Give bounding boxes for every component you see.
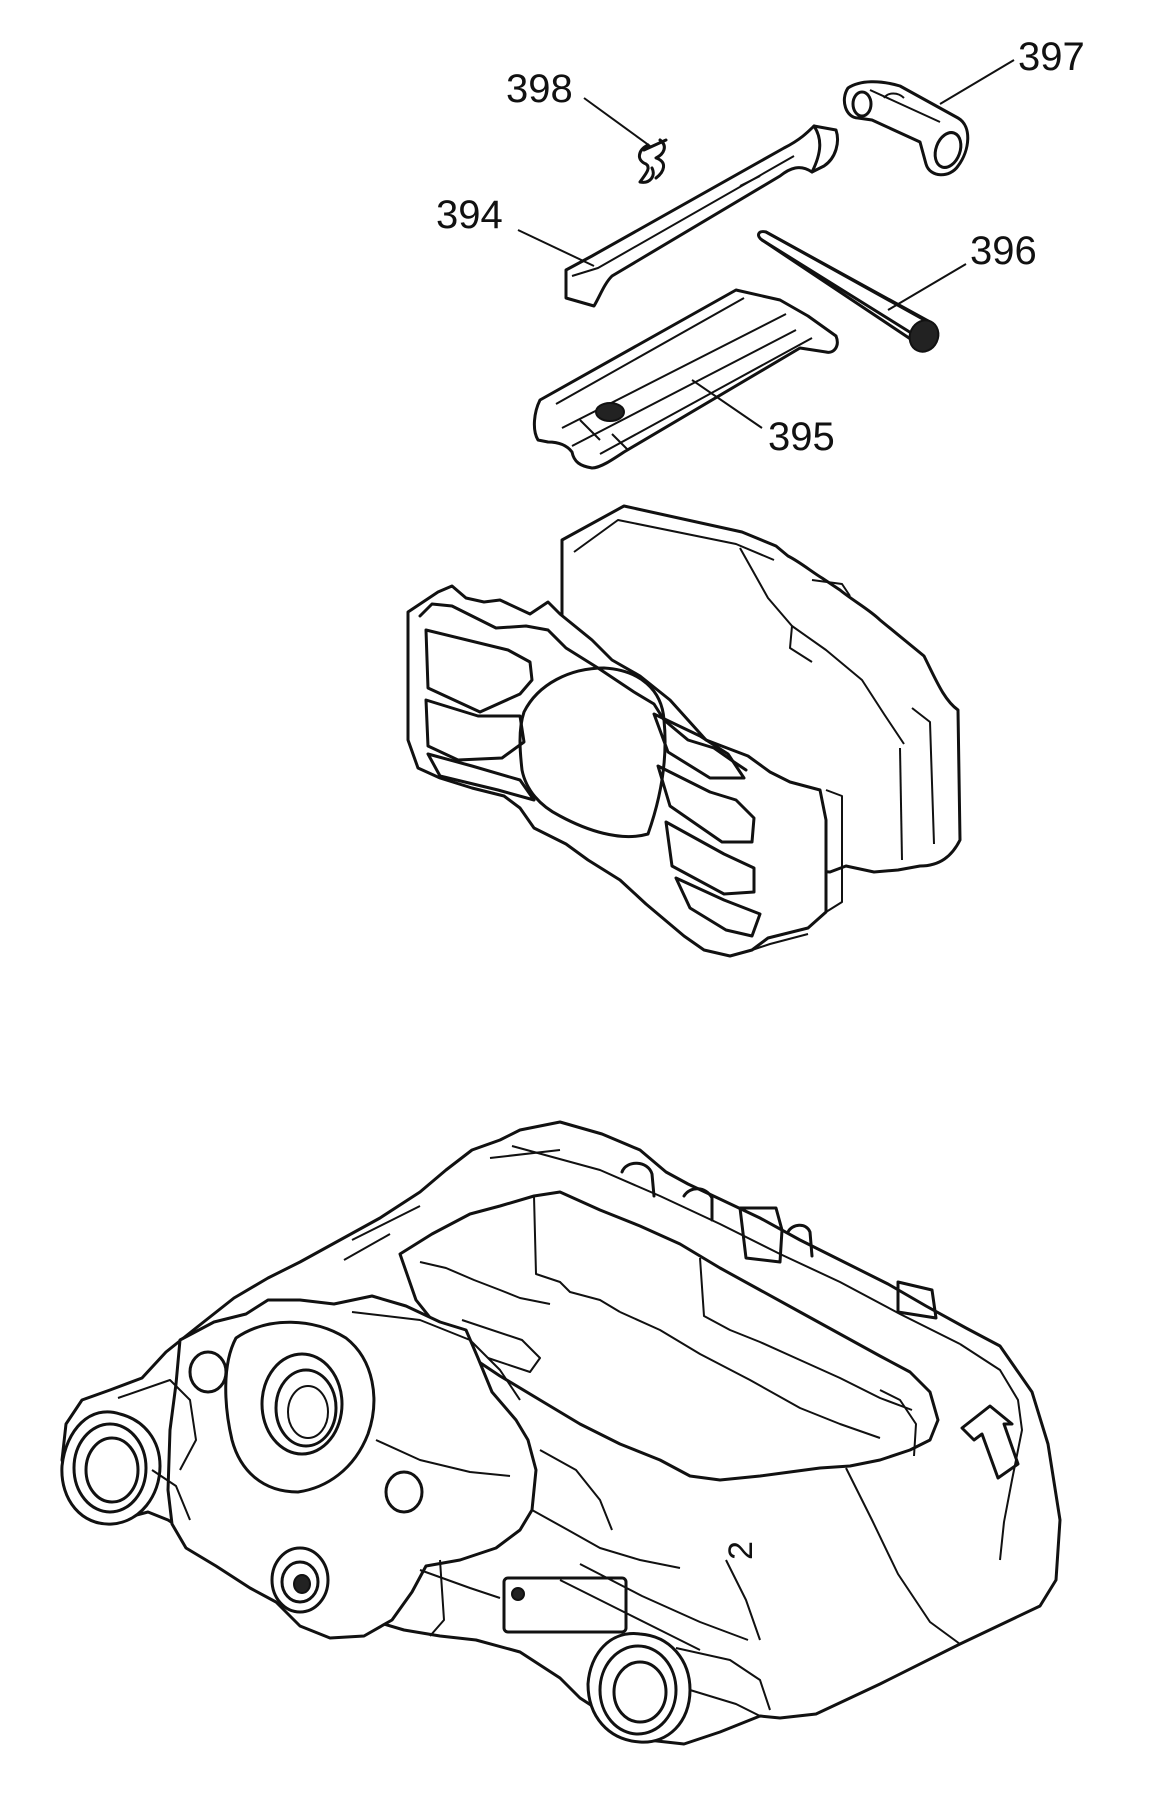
leader-397 bbox=[939, 59, 1015, 105]
part-395-plate bbox=[532, 288, 839, 470]
part-397-bracket bbox=[842, 80, 970, 177]
callout-397: 397 bbox=[1018, 35, 1085, 79]
leader-lines bbox=[517, 59, 1015, 429]
caliper-side-number: 2 bbox=[722, 1541, 760, 1560]
brake-pad-front-backing bbox=[406, 584, 843, 958]
callout-398: 398 bbox=[506, 67, 573, 111]
part-394-spring bbox=[564, 124, 839, 308]
callout-396: 396 bbox=[970, 229, 1037, 273]
callout-395: 395 bbox=[768, 415, 835, 459]
direction-arrow-icon bbox=[960, 1404, 1020, 1480]
callout-394: 394 bbox=[436, 193, 503, 237]
part-398-clip bbox=[638, 138, 668, 184]
leader-395 bbox=[691, 379, 763, 429]
part-396-pin bbox=[757, 230, 940, 353]
leader-394 bbox=[517, 229, 595, 267]
leader-396 bbox=[887, 263, 967, 311]
caliper-housing: 2 bbox=[60, 1120, 1062, 1746]
brake-pad-rear bbox=[560, 504, 962, 874]
leader-398 bbox=[583, 97, 651, 147]
